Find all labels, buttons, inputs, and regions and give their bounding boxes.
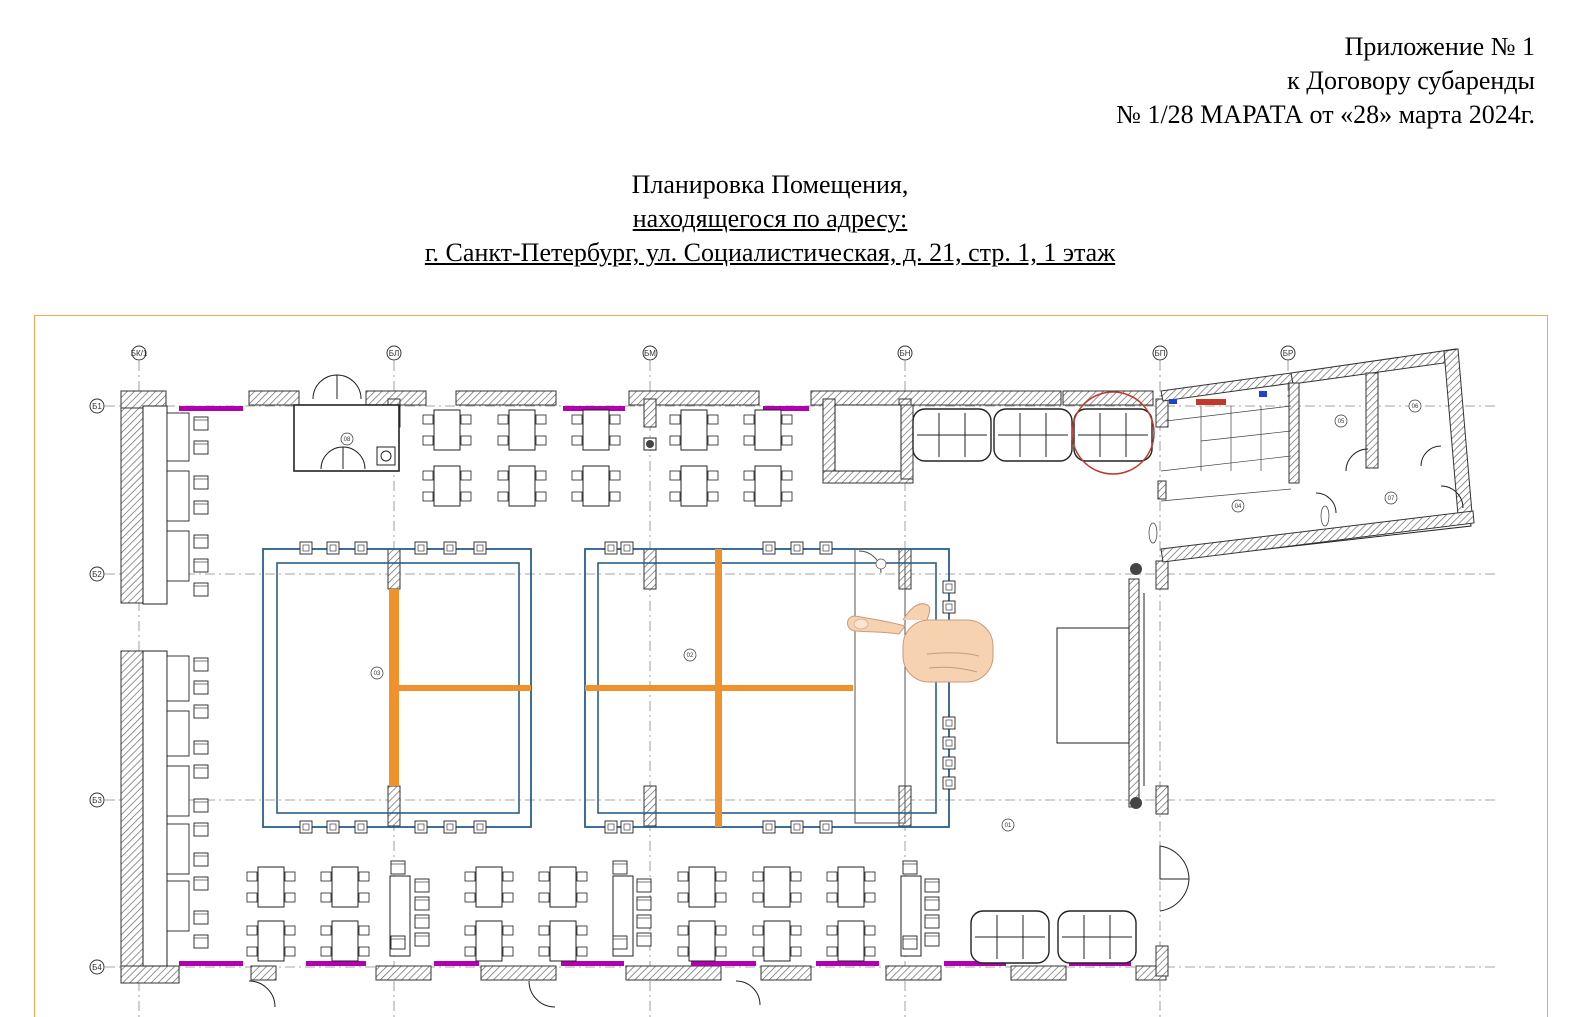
axis-bubble-row-4: Б4: [89, 959, 105, 975]
plan-title-line2: находящегося по адресу:: [632, 204, 908, 233]
axis-bubble-col-6: БР: [1280, 345, 1296, 361]
axis-label: БМ: [644, 349, 656, 358]
axis-bubble-col-5: БП: [1152, 345, 1168, 361]
top-dining-tables: [422, 409, 793, 507]
left-banquette: [142, 405, 209, 967]
column-box: [834, 404, 902, 472]
vestibule: 08: [293, 374, 400, 472]
floor-plan-drawing: БК/1 БЛ БМ БН БП БР Б1 Б2 Б3 Б4: [89, 345, 1495, 1017]
plan-title-line1: Планировка Помещения,: [631, 170, 909, 199]
highlight-circle: [1071, 391, 1155, 475]
axis-label: БК/1: [131, 349, 148, 358]
axis-label: БР: [1283, 349, 1294, 358]
room-label-04: 04: [1235, 504, 1242, 510]
room-label-08: 08: [344, 437, 351, 443]
walls: [120, 390, 1169, 984]
axis-label: БП: [1155, 349, 1166, 358]
zone-02: 02: [584, 541, 956, 834]
axis-label: Б1: [92, 402, 102, 411]
appendix-number: Приложение № 1: [1344, 32, 1535, 61]
axis-bubble-col-4: БН: [897, 345, 913, 361]
axis-bubble-row-2: Б2: [89, 566, 105, 582]
axis-label: Б4: [92, 963, 102, 972]
room-label-01: 01: [1005, 823, 1012, 829]
service-wing: 04 05 06 07: [1148, 348, 1475, 563]
axis-bubble-col-2: БЛ: [386, 345, 402, 361]
axis-bubble-row-3: Б3: [89, 792, 105, 808]
appendix-contract: к Договору субаренды: [1287, 66, 1535, 95]
appendix-header: Приложение № 1 к Договору субаренды № 1/…: [1116, 30, 1535, 132]
plan-title: Планировка Помещения, находящегося по ад…: [0, 168, 1540, 270]
floor-plan: БК/1 БЛ БМ БН БП БР Б1 Б2 Б3 Б4: [34, 315, 1548, 1017]
windows: [179, 406, 1131, 966]
appendix-contract-number: № 1/28 МАРАТА от «28» марта 2024г.: [1116, 100, 1535, 129]
room-label-03: 03: [374, 671, 381, 677]
top-sofas: [912, 391, 1155, 475]
room-label-06: 06: [1412, 404, 1419, 410]
room-label-02: 02: [687, 653, 694, 659]
room-label-07: 07: [1388, 496, 1395, 502]
bottom-dining-tables: [246, 860, 1137, 1008]
axis-label: Б2: [92, 570, 102, 579]
bar-area: 01: [1001, 563, 1190, 912]
axis-bubble-row-1: Б1: [89, 398, 105, 414]
axis-label: БЛ: [389, 349, 400, 358]
pointing-hand-icon: [847, 603, 994, 683]
axis-bubble-col-3: БМ: [642, 345, 658, 361]
plan-address: г. Санкт-Петербург, ул. Социалистическая…: [424, 238, 1116, 267]
axis-label: Б3: [92, 796, 102, 805]
axis-label: БН: [899, 349, 910, 358]
zone-03: 03: [262, 541, 532, 834]
axis-bubbles: БК/1 БЛ БМ БН БП БР Б1 Б2 Б3 Б4: [89, 345, 1296, 975]
axis-bubble-col-1: БК/1: [131, 345, 148, 361]
room-label-05: 05: [1338, 419, 1345, 425]
